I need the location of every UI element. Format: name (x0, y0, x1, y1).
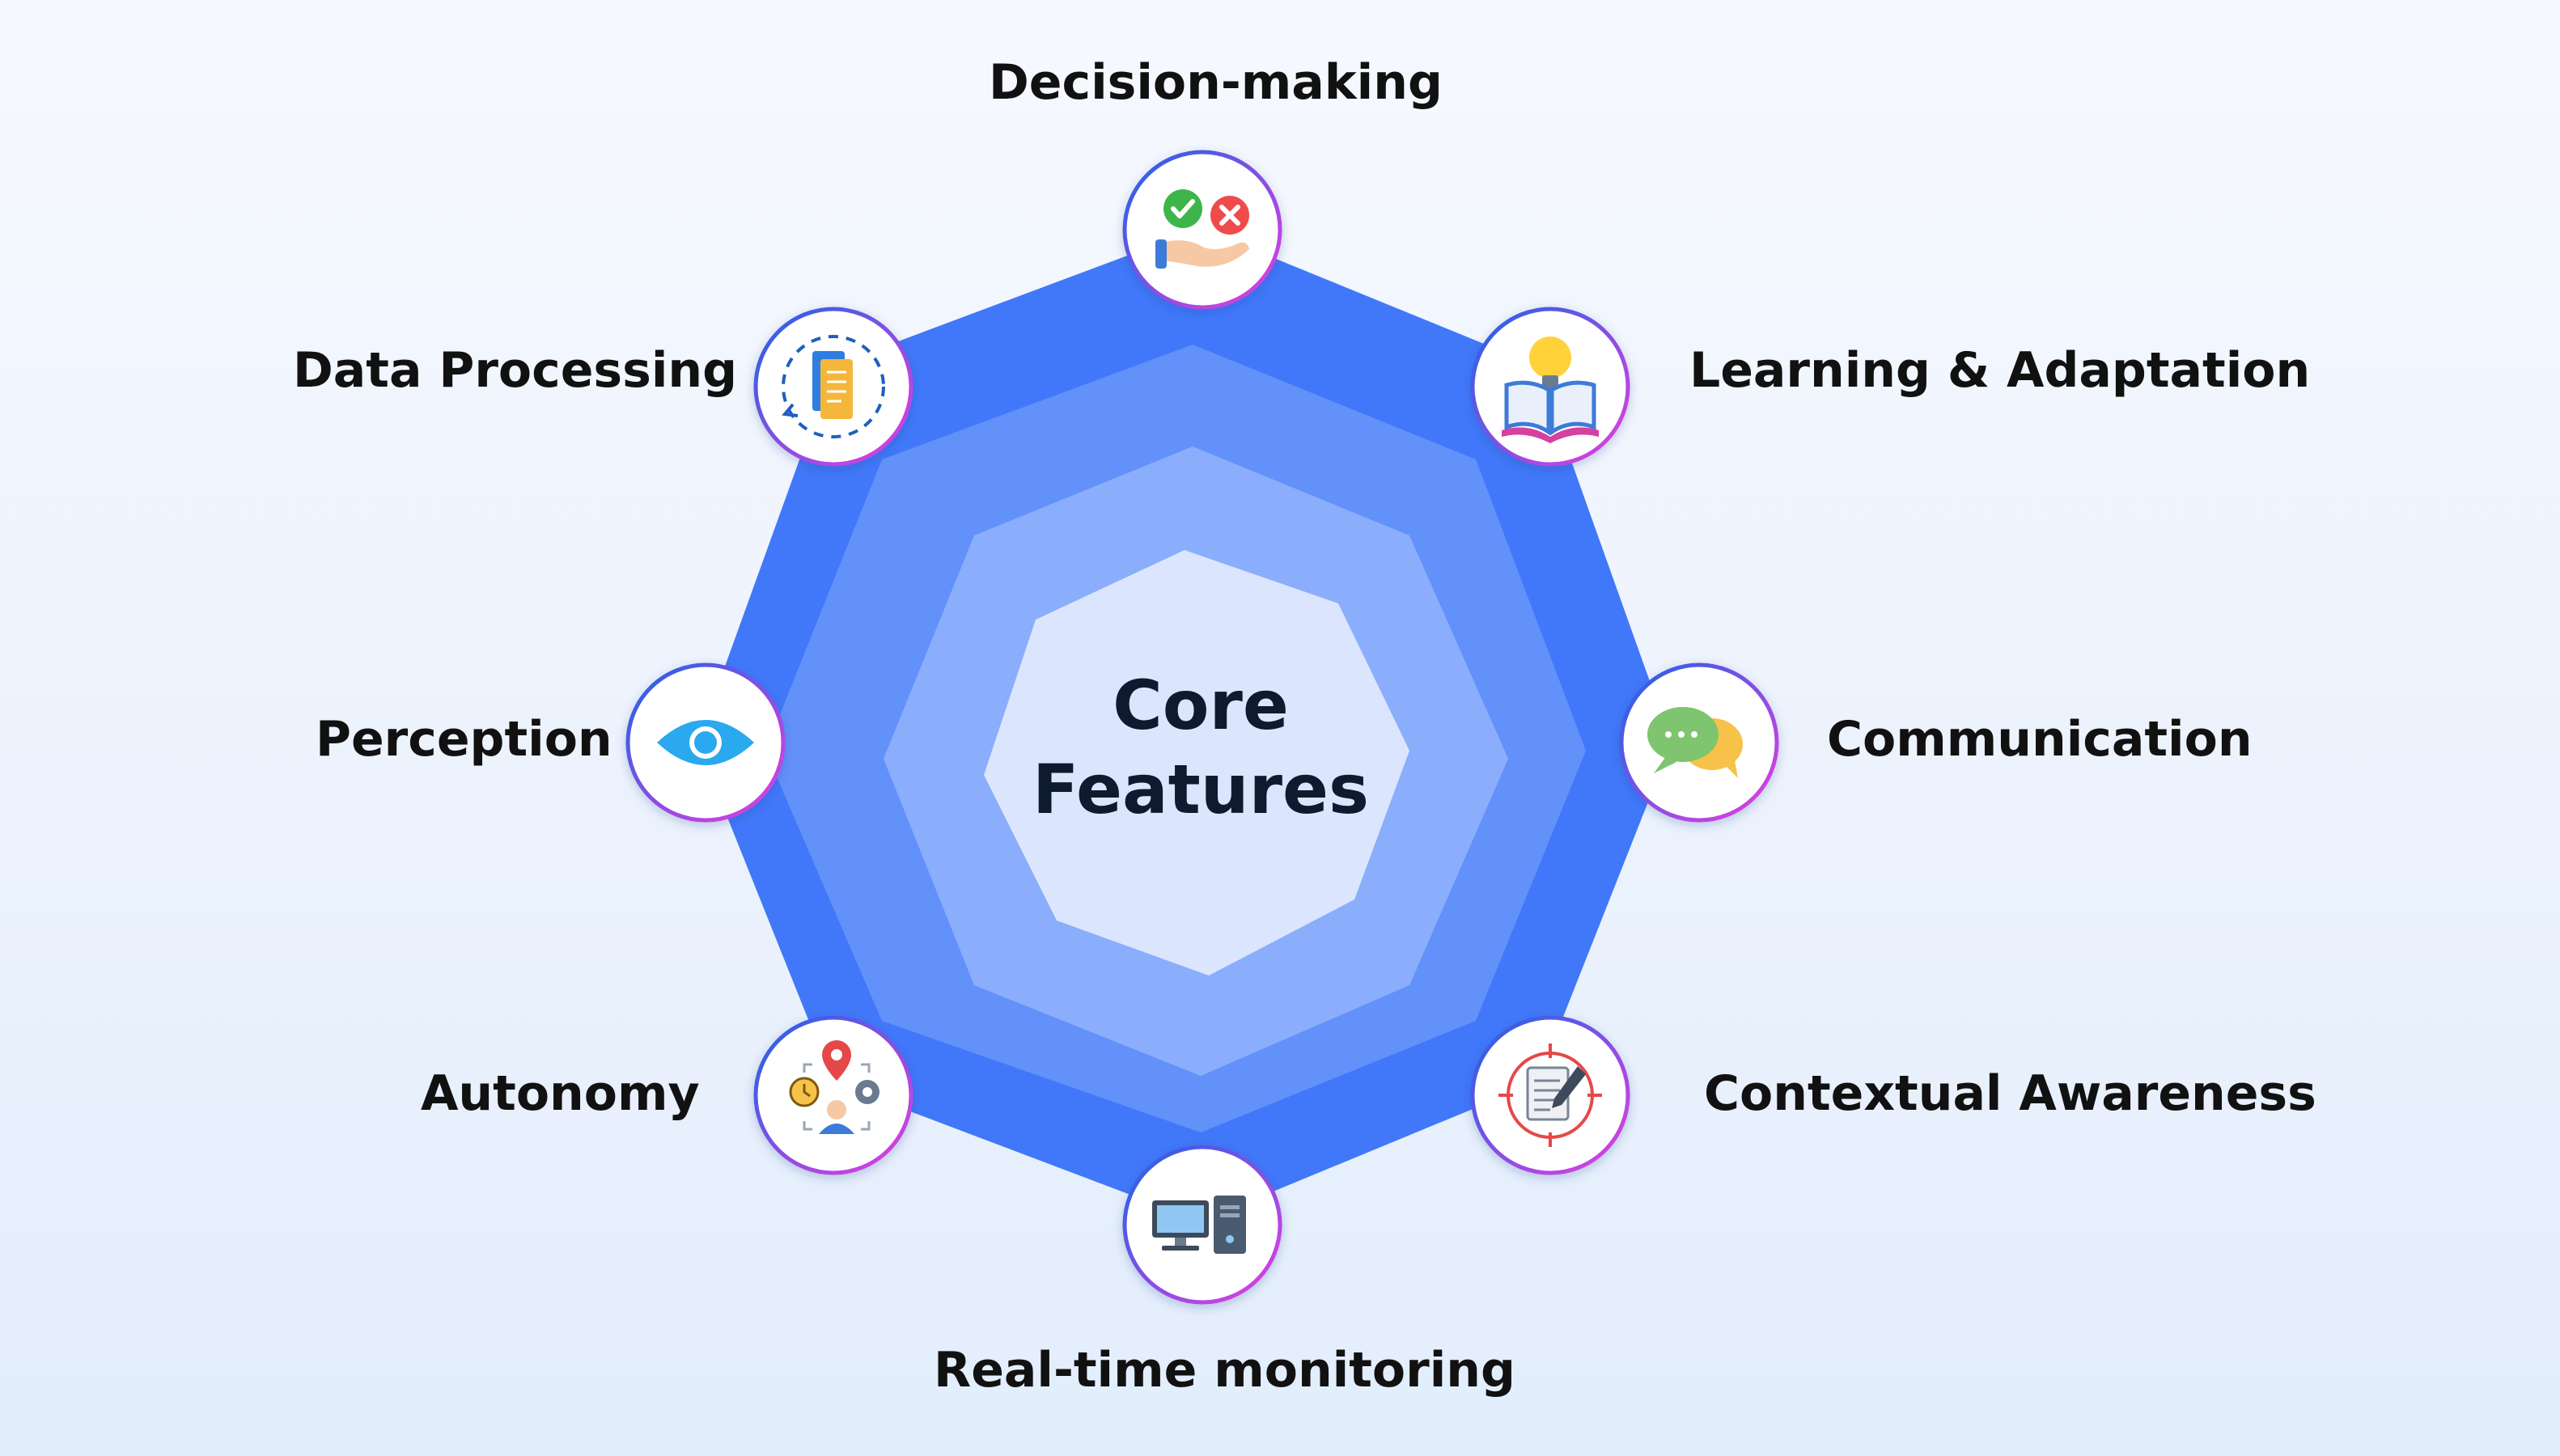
user-location-gear-icon (789, 1040, 879, 1134)
center-title-line1: Core (1113, 666, 1289, 745)
document-target-pen-icon (1498, 1043, 1602, 1147)
label-decision-making: Decision-making (989, 54, 1443, 111)
label-data-processing: Data Processing (293, 342, 738, 399)
label-communication: Communication (1827, 711, 2253, 768)
book-lightbulb-icon (1502, 336, 1599, 443)
computer-monitor-icon (1152, 1196, 1246, 1254)
center-title-line2: Features (1032, 750, 1369, 829)
center-title: Core Features (958, 663, 1443, 832)
eye-icon (657, 720, 754, 765)
label-contextual-awareness: Contextual Awareness (1704, 1065, 2316, 1122)
octagon-center (984, 550, 1409, 976)
label-perception: Perception (316, 711, 612, 768)
document-cycle-icon (782, 335, 885, 438)
decision-making-node (1122, 150, 1282, 310)
label-learning-adaptation: Learning & Adaptation (1689, 342, 2311, 399)
chat-bubbles-icon (1647, 707, 1743, 778)
label-autonomy: Autonomy (421, 1065, 700, 1122)
label-real-time-monitoring: Real-time monitoring (934, 1342, 1515, 1399)
autonomy-node (753, 1015, 913, 1175)
decision-hand-check-cross-icon (1155, 189, 1249, 269)
